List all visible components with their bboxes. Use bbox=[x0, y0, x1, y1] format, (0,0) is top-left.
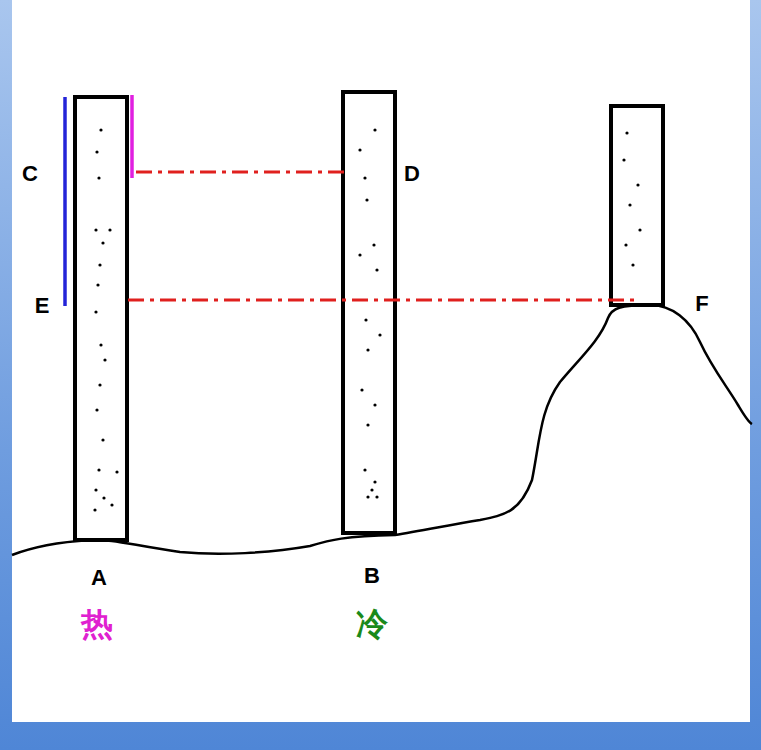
magenta-pressure-bar bbox=[130, 95, 134, 178]
point-label: C bbox=[22, 163, 38, 185]
isobar-dashdot bbox=[128, 299, 640, 302]
temperature-label: 冷 bbox=[356, 608, 388, 640]
point-label: E bbox=[35, 295, 50, 317]
blue-pressure-bar bbox=[63, 97, 67, 306]
point-label: F bbox=[695, 293, 708, 315]
point-label: D bbox=[404, 163, 420, 185]
column-label: B bbox=[364, 565, 380, 587]
isobar-dashdot bbox=[136, 171, 346, 174]
temperature-label: 热 bbox=[81, 608, 113, 640]
air-particles bbox=[93, 128, 641, 511]
air-column bbox=[75, 92, 663, 540]
column-label: A bbox=[91, 567, 107, 589]
